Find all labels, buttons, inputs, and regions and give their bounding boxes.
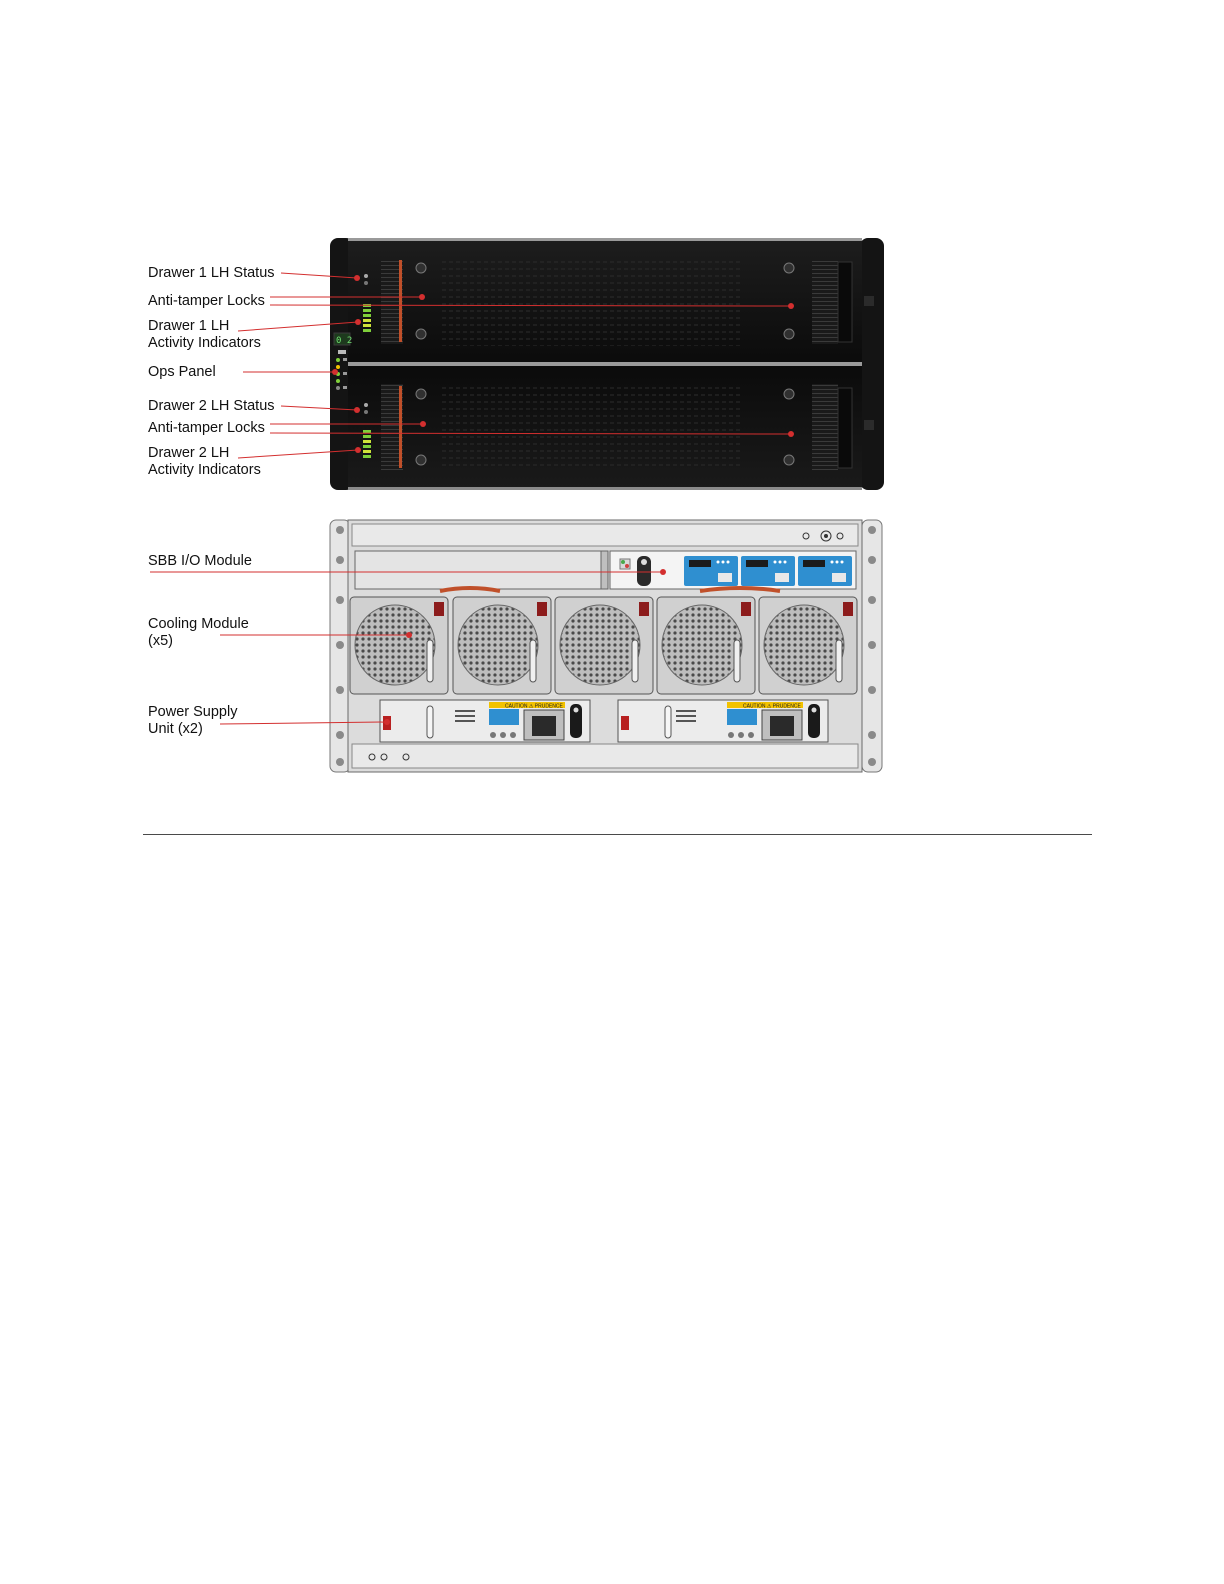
cooling-module: [759, 597, 857, 694]
drawer2-right-handle: [812, 384, 838, 470]
cooling-module: [657, 597, 755, 694]
drawer1-right-handle: [812, 258, 838, 344]
cooling-module: [453, 597, 551, 694]
section-divider: [143, 834, 1092, 835]
power-supply-unit: CAUTION ⚠ PRUDENCE: [618, 700, 828, 742]
front-view: 0 2: [330, 238, 884, 490]
front-right-ear: [860, 238, 884, 490]
cooling-module: [350, 597, 448, 694]
power-supply-unit: CAUTION ⚠ PRUDENCE: [380, 700, 590, 742]
drawer1-status-led: [364, 274, 368, 278]
enclosure-diagram: 0 2: [0, 0, 1224, 800]
cooling-modules: [350, 597, 857, 694]
drawer-divider: [348, 362, 862, 366]
rear-view: CAUTION ⚠ PRUDENCE CAUTION ⚠ PRUDENCE: [330, 520, 882, 772]
psu1-warning-label: CAUTION ⚠ PRUDENCE: [505, 704, 563, 710]
cooling-module: [555, 597, 653, 694]
ops-panel-display: 0 2: [336, 336, 352, 346]
io-blank-slot: [355, 551, 601, 589]
psu2-warning-label: CAUTION ⚠ PRUDENCE: [743, 704, 801, 710]
sbb-io-module-row: [355, 551, 856, 591]
drawer2-status-led: [364, 403, 368, 407]
